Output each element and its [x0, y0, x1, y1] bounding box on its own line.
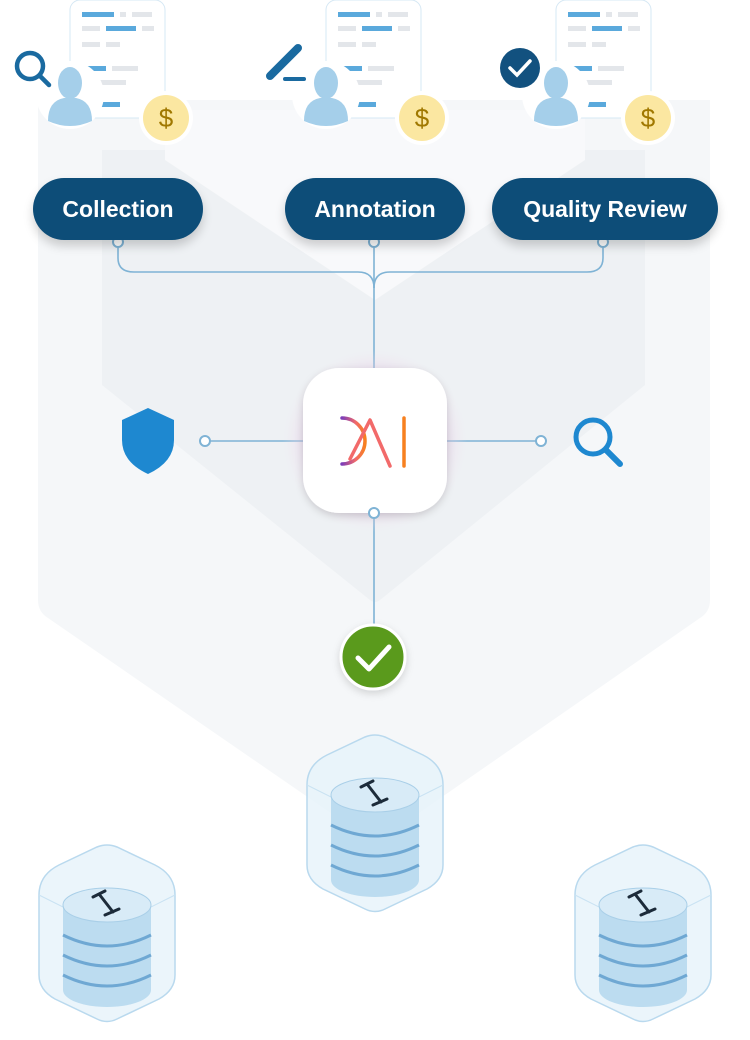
stage-annotation: Annotation	[285, 178, 465, 240]
stage-collection: Collection	[33, 178, 203, 240]
database-icon	[305, 733, 445, 913]
search-icon	[573, 417, 623, 467]
shield-icon	[122, 408, 174, 474]
connector-lines	[117, 242, 604, 628]
collection-worker-illustration	[14, 0, 193, 145]
stage-quality-review: Quality Review	[492, 178, 718, 240]
stage-label: Quality Review	[523, 195, 687, 222]
pen-icon	[266, 44, 306, 81]
search-icon	[14, 50, 52, 88]
stage-label: Collection	[62, 195, 174, 222]
success-check-icon	[339, 623, 407, 691]
database-icon	[573, 843, 713, 1023]
check-circle-icon	[500, 48, 540, 88]
quality-worker-illustration	[500, 0, 675, 145]
stage-label: Annotation	[314, 195, 436, 222]
database-icon	[37, 843, 177, 1023]
dai-logo	[283, 350, 467, 532]
annotation-worker-illustration	[266, 0, 449, 145]
